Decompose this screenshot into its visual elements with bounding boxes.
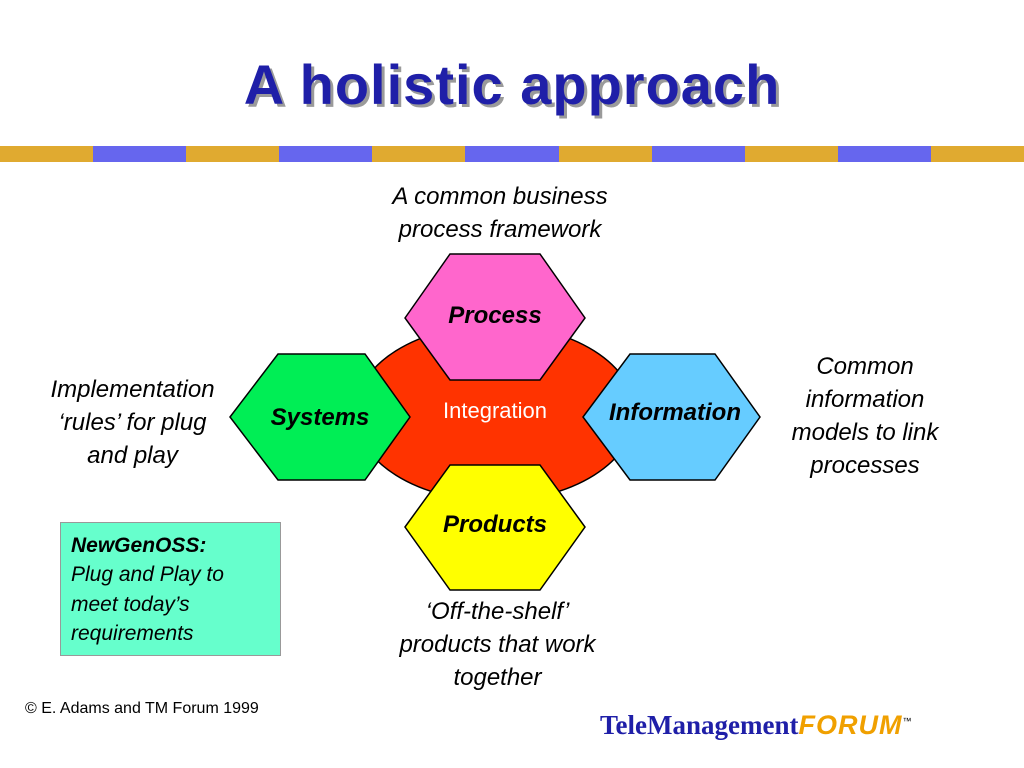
copyright-notice: © E. Adams and TM Forum 1999 xyxy=(25,700,259,717)
stripe-segment xyxy=(186,146,280,162)
telemanagement-forum-logo: TeleManagementFORUM™ xyxy=(600,710,911,741)
stripe-segment xyxy=(651,146,745,162)
newgenoss-title: NewGenOSS: xyxy=(71,534,207,557)
stripe-segment xyxy=(930,146,1024,162)
products-hexagon xyxy=(404,464,586,591)
products-label: Products xyxy=(442,511,547,538)
caption-right-line: information xyxy=(805,386,925,414)
caption-right-line: processes xyxy=(810,452,920,480)
process-hexagon xyxy=(404,253,586,381)
caption-top-line: A common business xyxy=(392,183,608,210)
stripe-segment xyxy=(279,146,373,162)
stripe-segment xyxy=(558,146,652,162)
caption-right-line: models to link xyxy=(791,419,939,447)
newgenoss-body: Plug and Play to meet today’s requiremen… xyxy=(71,563,224,646)
caption-right-line: Common xyxy=(816,353,914,380)
newgenoss-box: NewGenOSS: Plug and Play to meet today’s… xyxy=(60,522,281,656)
stripe-segment xyxy=(837,146,931,162)
stripe-segment xyxy=(744,146,838,162)
caption-top-line: process framework xyxy=(398,216,602,244)
caption-bottom-line: together xyxy=(453,664,542,692)
stripe-segment xyxy=(0,146,94,162)
caption-bottom-line: ‘Off-the-shelf’ xyxy=(425,598,570,625)
logo-tele: TeleManagement xyxy=(600,710,799,740)
caption-bottom: ‘Off-the-shelf’ products that work toget… xyxy=(350,595,645,694)
information-hexagon xyxy=(582,353,761,481)
integration-label: Integration xyxy=(443,398,547,423)
caption-left-line: ‘rules’ for plug xyxy=(58,409,207,437)
slide-title: A holistic approach xyxy=(243,53,781,116)
systems-hexagon xyxy=(229,353,411,481)
caption-bottom-line: products that work xyxy=(399,631,596,659)
stripe-segment xyxy=(465,146,559,162)
caption-right: Common information models to link proces… xyxy=(755,350,975,482)
logo-tm: ™ xyxy=(902,716,912,726)
caption-top: A common business process framework xyxy=(340,180,660,246)
systems-label: Systems xyxy=(270,404,370,431)
caption-left-line: and play xyxy=(87,442,178,470)
process-label: Process xyxy=(448,302,542,329)
stripe-segment xyxy=(93,146,187,162)
caption-left: Implementation ‘rules’ for plug and play xyxy=(10,373,255,472)
stripe-segment xyxy=(372,146,466,162)
caption-left-line: Implementation xyxy=(50,376,215,403)
decorative-stripe xyxy=(0,146,1024,162)
logo-forum: FORUM xyxy=(798,710,903,740)
information-label: Information xyxy=(609,399,741,426)
